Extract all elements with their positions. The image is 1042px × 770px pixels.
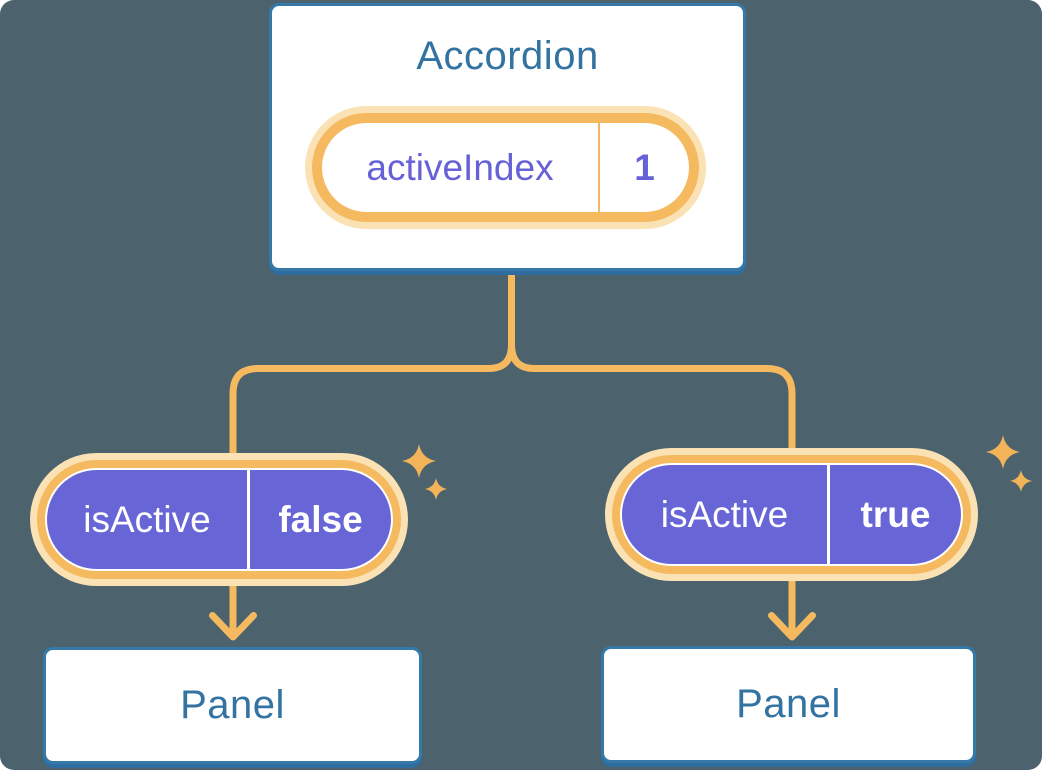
pill-ring: activeIndex 1 — [312, 113, 699, 222]
pill-divider — [247, 470, 250, 569]
pill-core: isActive true — [622, 465, 961, 564]
pill-ring: isActive true — [612, 455, 971, 574]
panel-title: Panel — [736, 682, 841, 726]
panel-node-right: Panel — [601, 646, 976, 763]
pill-core: activeIndex 1 — [322, 123, 689, 212]
state-pill-active-index: activeIndex 1 — [305, 106, 706, 229]
sparkle-icon — [986, 435, 1020, 469]
connector-right-branch — [508, 343, 796, 634]
arrow-down-icon — [209, 612, 257, 641]
prop-name-label: isActive — [660, 493, 789, 535]
prop-value-label: false — [278, 498, 363, 540]
prop-name-label: isActive — [83, 498, 211, 540]
prop-value-label: true — [860, 493, 931, 535]
sparkle-icon — [1010, 470, 1032, 492]
state-name-label: activeIndex — [366, 146, 554, 188]
panel-title: Panel — [180, 683, 285, 727]
sparkle-icon — [402, 444, 436, 478]
arrow-down-icon — [768, 612, 816, 641]
prop-pill-is-active-false: isActive false — [30, 453, 408, 586]
sparkle-icon — [425, 478, 447, 500]
prop-pill-is-active-true: isActive true — [605, 448, 978, 581]
accordion-title: Accordion — [416, 34, 599, 78]
connector-left-branch — [229, 343, 515, 634]
pill-ring: isActive false — [37, 460, 401, 579]
pill-divider — [598, 123, 600, 212]
panel-node-left: Panel — [43, 647, 422, 764]
pill-divider — [827, 465, 830, 564]
state-value-label: 1 — [634, 146, 655, 188]
pill-core: isActive false — [47, 470, 391, 569]
